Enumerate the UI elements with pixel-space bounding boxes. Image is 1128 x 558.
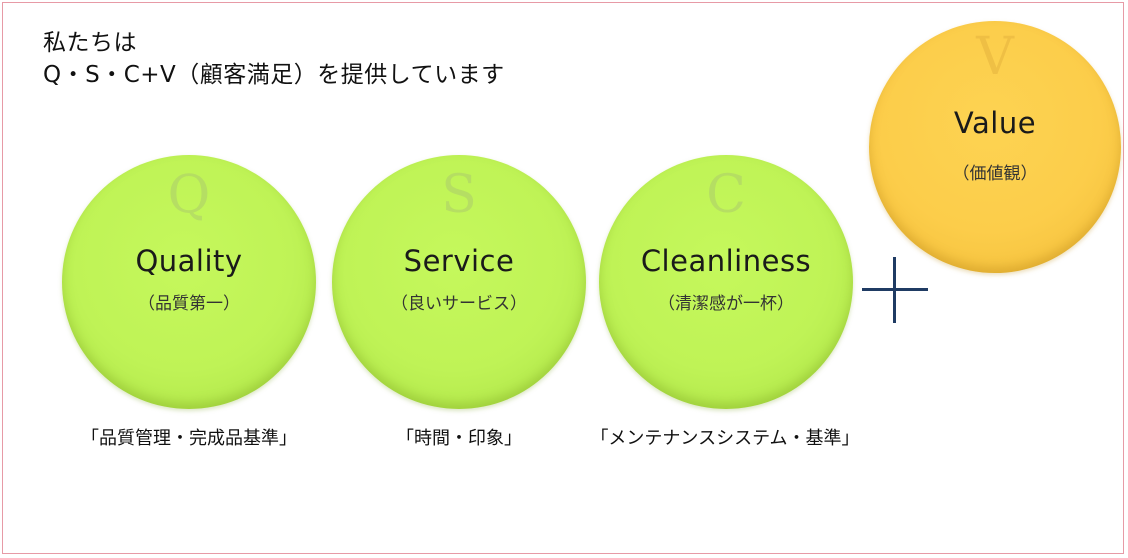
value-title: Value [953, 106, 1037, 140]
heading-line-1: 私たちは [43, 30, 137, 56]
plus-icon [862, 257, 928, 323]
service-watermark-letter: S [441, 165, 477, 225]
value-circle: V Value （価値観） [869, 21, 1121, 273]
service-circle: S Service （良いサービス） [332, 155, 586, 409]
value-subtitle: （価値観） [952, 164, 1038, 184]
quality-watermark-letter: Q [167, 165, 211, 225]
cleanliness-watermark-letter: C [706, 165, 746, 225]
service-title: Service [403, 244, 515, 278]
cleanliness-caption: 「メンテナンスシステム・基準」 [590, 428, 860, 449]
cleanliness-title: Cleanliness [640, 244, 812, 278]
cleanliness-subtitle: （清潔感が一杯） [658, 294, 794, 314]
service-caption: 「時間・印象」 [396, 428, 522, 449]
quality-caption: 「品質管理・完成品基準」 [81, 428, 297, 449]
quality-title: Quality [135, 244, 243, 278]
plus-vertical-bar [893, 257, 896, 323]
quality-circle: Q Quality （品質第一） [62, 155, 316, 409]
service-subtitle: （良いサービス） [391, 294, 527, 314]
heading-line-2: Q・S・C+V（顧客満足）を提供しています [43, 62, 505, 88]
cleanliness-circle: C Cleanliness （清潔感が一杯） [599, 155, 853, 409]
value-watermark-letter: V [976, 27, 1014, 87]
heading: 私たちは Q・S・C+V（顧客満足）を提供しています [43, 27, 505, 91]
quality-subtitle: （品質第一） [138, 294, 240, 314]
